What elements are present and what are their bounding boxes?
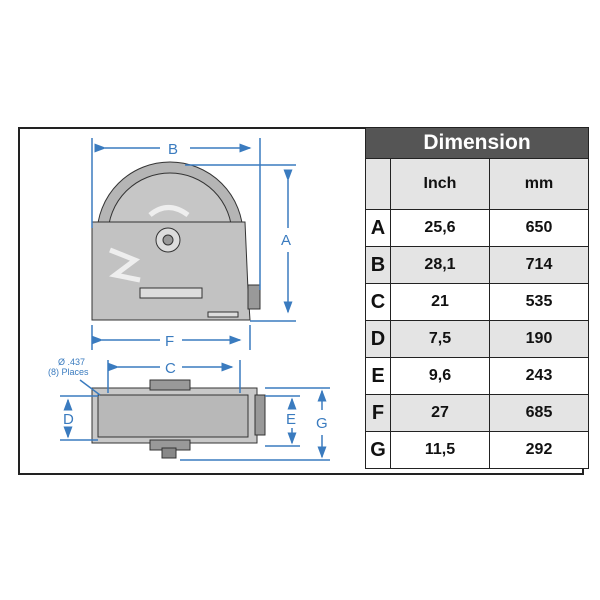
dim-label-e: E bbox=[286, 411, 296, 428]
table-title: Dimension bbox=[365, 127, 589, 159]
hole-note: Ø .437 bbox=[58, 357, 85, 367]
dim-label-g: G bbox=[316, 415, 328, 432]
mm-value: 535 bbox=[489, 283, 589, 321]
row-label: A bbox=[365, 209, 391, 247]
inch-value: 7,5 bbox=[390, 320, 490, 358]
row-label: B bbox=[365, 246, 391, 284]
inch-value: 21 bbox=[390, 283, 490, 321]
mm-value: 685 bbox=[489, 394, 589, 432]
row-label: F bbox=[365, 394, 391, 432]
mm-value: 292 bbox=[489, 431, 589, 469]
inch-value: 11,5 bbox=[390, 431, 490, 469]
row-label: D bbox=[365, 320, 391, 358]
inch-value: 25,6 bbox=[390, 209, 490, 247]
side-view bbox=[91, 161, 261, 321]
hose-reel-drawing: B A F C D E G Ø .437 (8) Places bbox=[48, 138, 330, 461]
header-blank bbox=[365, 158, 391, 210]
dim-label-d: D bbox=[63, 411, 74, 428]
hole-note-places: (8) Places bbox=[48, 367, 89, 377]
mm-value: 243 bbox=[489, 357, 589, 395]
top-view bbox=[91, 379, 266, 459]
mm-value: 190 bbox=[489, 320, 589, 358]
inch-value: 27 bbox=[390, 394, 490, 432]
row-label: E bbox=[365, 357, 391, 395]
mm-value: 714 bbox=[489, 246, 589, 284]
dim-label-f: F bbox=[165, 333, 174, 350]
dim-label-c: C bbox=[165, 360, 176, 377]
mm-value: 650 bbox=[489, 209, 589, 247]
dim-label-a: A bbox=[281, 232, 291, 249]
row-label: G bbox=[365, 431, 391, 469]
header-mm: mm bbox=[489, 158, 589, 210]
inch-value: 28,1 bbox=[390, 246, 490, 284]
inch-value: 9,6 bbox=[390, 357, 490, 395]
row-label: C bbox=[365, 283, 391, 321]
dimension-lines bbox=[60, 138, 330, 461]
dim-label-b: B bbox=[168, 141, 178, 158]
header-inch: Inch bbox=[390, 158, 490, 210]
